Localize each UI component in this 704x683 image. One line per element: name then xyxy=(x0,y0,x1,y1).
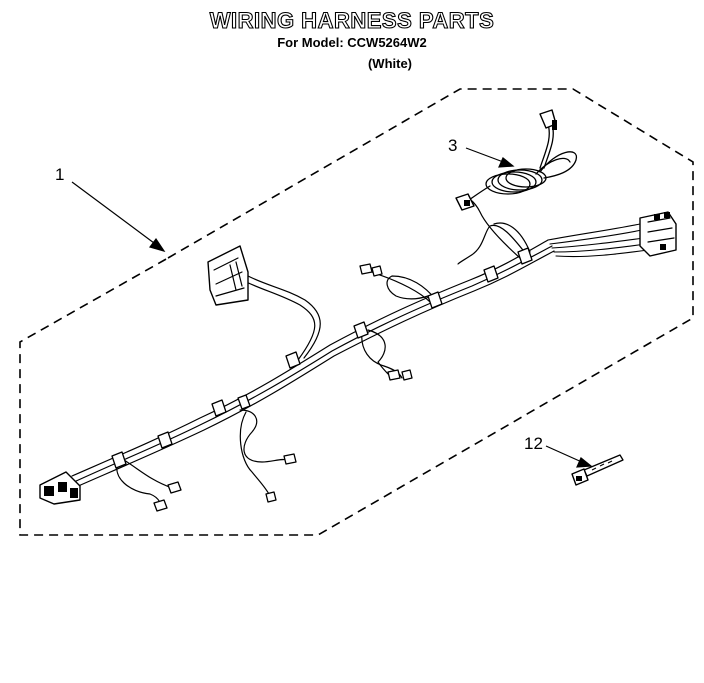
callout-number-cable-tie: 12 xyxy=(524,434,543,453)
callout-number-power-cord: 3 xyxy=(448,136,457,155)
model-number: For Model: CCW5264W2 xyxy=(277,35,427,50)
cabinet-connector-block xyxy=(207,245,249,306)
model-color: (White) xyxy=(367,56,413,71)
assembly-boundary xyxy=(19,88,694,536)
callout-number-harness: 1 xyxy=(55,165,64,184)
diagram-title: WIRING HARNESS PARTS xyxy=(209,7,495,33)
power-cord xyxy=(455,109,577,211)
cable-tie xyxy=(571,454,624,486)
wiring-harness xyxy=(39,195,677,512)
callout-leaders xyxy=(71,147,593,468)
